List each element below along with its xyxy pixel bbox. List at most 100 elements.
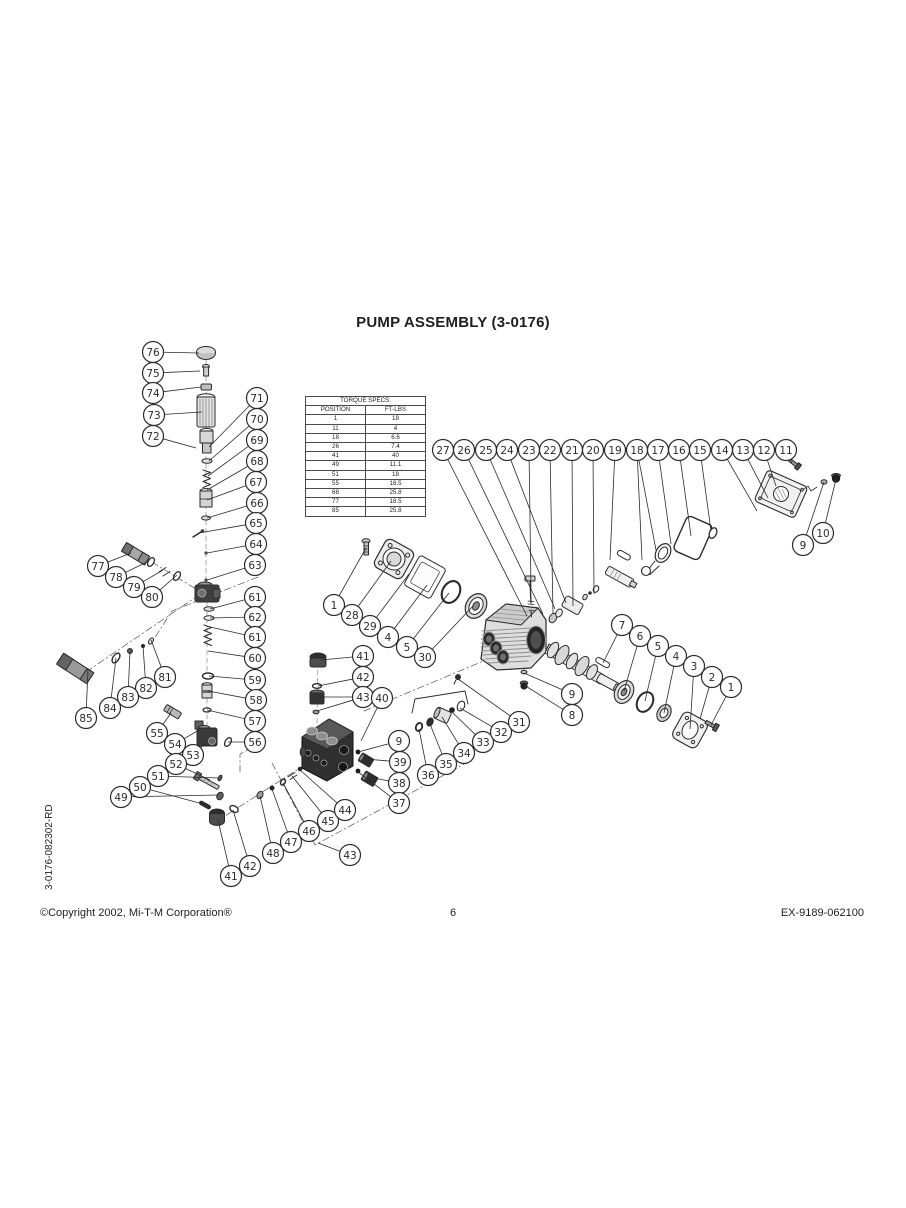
document-code: EX-9189-062100 bbox=[780, 907, 864, 919]
callout-balloon-54: 54 bbox=[163, 732, 187, 756]
svg-text:29: 29 bbox=[363, 621, 376, 633]
torque-cell: 18 bbox=[305, 432, 366, 444]
leader-line bbox=[523, 684, 564, 710]
svg-text:1: 1 bbox=[331, 600, 338, 612]
leader-line bbox=[790, 459, 793, 464]
chemical-injector-parts bbox=[309, 652, 327, 727]
callout-balloon-65: 65 bbox=[244, 511, 268, 535]
torque-cell: 55 bbox=[305, 478, 366, 490]
torque-cell: 1 bbox=[305, 414, 366, 425]
leader-line bbox=[457, 678, 511, 717]
diagram-parts bbox=[56, 346, 841, 846]
leader-line bbox=[659, 460, 672, 545]
callout-balloon-30: 30 bbox=[413, 645, 437, 669]
svg-text:23: 23 bbox=[522, 445, 535, 457]
svg-text:51: 51 bbox=[151, 771, 164, 783]
leader-line bbox=[447, 459, 528, 617]
svg-text:42: 42 bbox=[243, 861, 256, 873]
callout-balloon-29: 29 bbox=[358, 614, 382, 638]
svg-text:60: 60 bbox=[248, 653, 261, 665]
callout-balloon-48: 48 bbox=[261, 841, 285, 865]
leader-line bbox=[825, 478, 837, 523]
callout-balloon-21: 21 bbox=[560, 438, 584, 462]
callout-balloon-42: 42 bbox=[238, 854, 262, 878]
callout-balloon-57: 57 bbox=[243, 709, 267, 733]
callout-balloon-59: 59 bbox=[243, 668, 267, 692]
callout-balloon-4: 4 bbox=[376, 625, 400, 649]
svg-text:9: 9 bbox=[569, 689, 576, 701]
callout-balloon-2: 2 bbox=[700, 665, 724, 689]
leader-line bbox=[549, 460, 554, 615]
leader-line bbox=[356, 770, 391, 797]
svg-text:28: 28 bbox=[345, 610, 358, 622]
leader-line bbox=[431, 605, 474, 650]
callout-balloon-82: 82 bbox=[134, 676, 158, 700]
svg-text:33: 33 bbox=[476, 737, 489, 749]
svg-text:52: 52 bbox=[169, 759, 182, 771]
leader-line bbox=[489, 459, 556, 610]
callout-balloon-76: 76 bbox=[141, 340, 165, 364]
callout-balloon-16: 16 bbox=[667, 438, 691, 462]
torque-cell: 4 bbox=[365, 423, 426, 434]
leader-line bbox=[209, 616, 245, 619]
svg-text:16: 16 bbox=[672, 445, 686, 457]
callout-balloon-24: 24 bbox=[495, 438, 519, 462]
svg-text:2: 2 bbox=[709, 672, 716, 684]
callout-balloon-17: 17 bbox=[646, 438, 670, 462]
svg-text:78: 78 bbox=[109, 572, 122, 584]
leader-line bbox=[375, 573, 410, 618]
svg-text:59: 59 bbox=[248, 675, 261, 687]
svg-text:79: 79 bbox=[127, 582, 140, 594]
callout-balloon-84: 84 bbox=[98, 696, 122, 720]
leader-line bbox=[360, 707, 378, 742]
discharge-valve-parts bbox=[411, 674, 469, 732]
svg-text:14: 14 bbox=[715, 445, 729, 457]
unloader-piston-stack bbox=[163, 601, 233, 748]
svg-text:46: 46 bbox=[302, 826, 316, 838]
svg-text:39: 39 bbox=[393, 757, 406, 769]
torque-cell: 18.5 bbox=[365, 497, 426, 508]
svg-text:80: 80 bbox=[145, 592, 158, 604]
svg-text:36: 36 bbox=[421, 770, 435, 782]
crankshaft bbox=[544, 641, 625, 694]
svg-text:20: 20 bbox=[586, 445, 599, 457]
oil-drain-plug bbox=[519, 669, 529, 690]
leader-line bbox=[206, 567, 246, 581]
svg-text:9: 9 bbox=[396, 736, 403, 748]
svg-text:73: 73 bbox=[147, 410, 160, 422]
callout-balloon-75: 75 bbox=[141, 361, 165, 385]
svg-text:43: 43 bbox=[356, 692, 369, 704]
svg-text:4: 4 bbox=[673, 651, 680, 663]
callout-balloon-5: 5 bbox=[646, 634, 670, 658]
svg-text:77: 77 bbox=[91, 561, 104, 573]
svg-text:8: 8 bbox=[569, 710, 576, 722]
callout-balloon-53: 53 bbox=[181, 743, 205, 767]
svg-text:75: 75 bbox=[146, 368, 159, 380]
leader-line bbox=[317, 842, 341, 852]
svg-text:67: 67 bbox=[249, 477, 262, 489]
svg-text:42: 42 bbox=[356, 672, 369, 684]
callout-balloon-62: 62 bbox=[243, 605, 267, 629]
svg-text:1: 1 bbox=[728, 682, 735, 694]
callout-balloon-72: 72 bbox=[141, 424, 165, 448]
callout-balloon-66: 66 bbox=[245, 491, 269, 515]
torque-cell: 26 bbox=[305, 442, 366, 453]
callout-balloon-1: 1 bbox=[322, 593, 346, 617]
callout-balloon-69: 69 bbox=[245, 428, 269, 452]
callout-balloon-9: 9 bbox=[560, 682, 584, 706]
callout-balloon-52: 52 bbox=[164, 752, 188, 776]
svg-text:63: 63 bbox=[248, 560, 261, 572]
leader-line bbox=[185, 768, 211, 781]
callout-balloon-28: 28 bbox=[340, 603, 364, 627]
callout-balloon-61: 61 bbox=[243, 625, 267, 649]
svg-text:55: 55 bbox=[150, 728, 163, 740]
callout-balloon-50: 50 bbox=[128, 775, 152, 799]
svg-text:12: 12 bbox=[757, 445, 770, 457]
callout-balloon-8: 8 bbox=[560, 703, 584, 727]
svg-text:11: 11 bbox=[779, 445, 792, 457]
callout-balloon-61: 61 bbox=[243, 585, 267, 609]
